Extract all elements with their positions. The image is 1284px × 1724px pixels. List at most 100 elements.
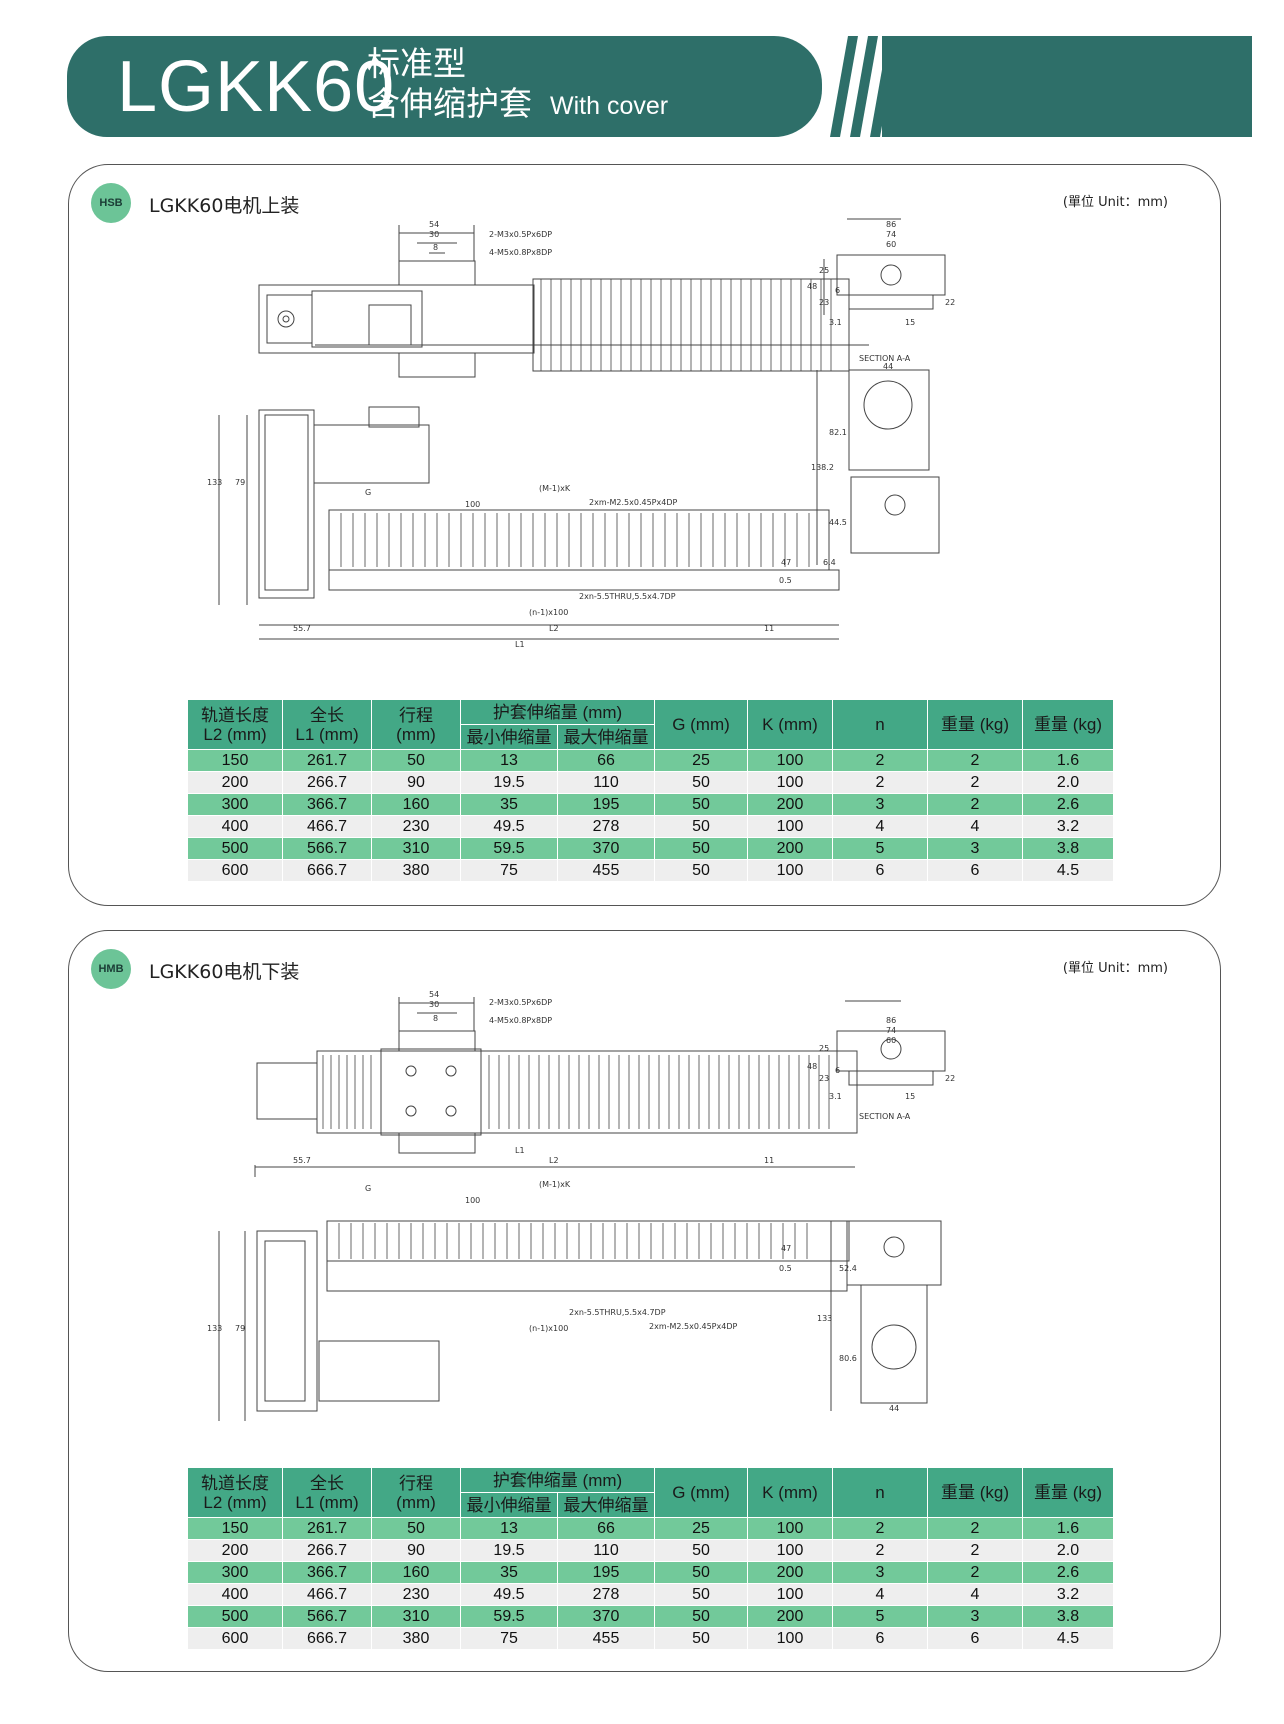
- dim-23: 23: [819, 1074, 829, 1083]
- col-g: G (mm): [654, 699, 748, 750]
- col-cover-min: 最小伸缩量: [460, 724, 558, 750]
- section-motor-top: HSB LGKK60电机上装 (單位 Unit：mm): [68, 164, 1221, 906]
- section-badge: HMB: [91, 949, 131, 989]
- dim-8: 8: [433, 243, 438, 252]
- dim-l1: L1: [515, 1146, 525, 1155]
- dim-mk: (M-1)xK: [539, 484, 571, 493]
- dim-l2: L2: [549, 1156, 559, 1165]
- dim-47: 47: [781, 558, 791, 567]
- col-k: K (mm): [747, 1467, 833, 1518]
- dim-100: 100: [465, 1196, 480, 1205]
- side-view: [218, 406, 840, 640]
- dim-48: 48: [807, 1062, 817, 1071]
- dim-15: 15: [905, 1092, 915, 1101]
- dim-0-5: 0.5: [779, 576, 792, 585]
- dim-n-100: (n-1)x100: [529, 1324, 568, 1333]
- thru-spec: 2xn-5.5THRU,5.5x4.7DP: [579, 592, 676, 601]
- dim-133-end: 133: [817, 1314, 832, 1323]
- dim-11: 11: [764, 1156, 774, 1165]
- dim-25: 25: [819, 1044, 829, 1053]
- col-stroke: 行程(mm): [371, 699, 461, 750]
- tap-spec: 2xm-M2.5x0.45Px4DP: [589, 498, 677, 507]
- dim-l2: L2: [549, 624, 559, 633]
- dim-30: 30: [429, 230, 439, 239]
- section-label: SECTION A-A: [859, 1112, 911, 1121]
- end-view: [836, 1000, 946, 1086]
- unit-label: (單位 Unit：mm): [1062, 195, 1168, 210]
- dim-g: G: [365, 488, 371, 497]
- col-cover-group: 护套伸缩量 (mm): [460, 699, 655, 725]
- subtitle-cover: 含伸缩护套: [367, 84, 532, 123]
- side-view: [218, 1165, 855, 1421]
- dim-48: 48: [807, 282, 817, 291]
- dim-54: 54: [429, 990, 439, 999]
- dim-55-7: 55.7: [293, 624, 311, 633]
- col-weight-2: 重量 (kg): [1022, 1467, 1114, 1518]
- dim-44-5: 44.5: [829, 518, 847, 527]
- tap-spec: 2xm-M2.5x0.45Px4DP: [649, 1322, 737, 1331]
- technical-drawing-bottom-mount: 54 30 8 2-M3x0.5Px6DP 4-M5x0.8Px8DP 86 7…: [207, 990, 955, 1421]
- col-cover-max: 最大伸缩量: [557, 724, 655, 750]
- dim-6: 6: [835, 286, 840, 295]
- dim-54: 54: [429, 220, 439, 229]
- dim-l1: L1: [515, 640, 525, 649]
- end-view: [823, 218, 946, 315]
- col-weight-1: 重量 (kg): [927, 699, 1023, 750]
- dim-23: 23: [819, 298, 829, 307]
- dim-47: 47: [781, 1244, 791, 1253]
- dim-100: 100: [465, 500, 480, 509]
- section-badge: HSB: [91, 183, 131, 223]
- col-n: n: [832, 699, 928, 750]
- dim-3-1: 3.1: [829, 318, 842, 327]
- dim-30: 30: [429, 1000, 439, 1009]
- dim-133: 133: [207, 478, 222, 487]
- dim-44: 44: [883, 362, 893, 371]
- dim-60: 60: [886, 240, 896, 249]
- hole-spec-1: 2-M3x0.5Px6DP: [489, 998, 552, 1007]
- dim-79: 79: [235, 478, 245, 487]
- subtitle-standard: 标准型: [367, 44, 466, 83]
- col-cover-min: 最小伸缩量: [460, 1492, 558, 1518]
- dim-52-4: 52.4: [839, 1264, 857, 1273]
- dim-g: G: [365, 1184, 371, 1193]
- col-cover-max: 最大伸缩量: [557, 1492, 655, 1518]
- thru-spec: 2xn-5.5THRU,5.5x4.7DP: [569, 1308, 666, 1317]
- dim-25: 25: [819, 266, 829, 275]
- hole-spec-2: 4-M5x0.8Px8DP: [489, 1016, 552, 1025]
- unit-label: (單位 Unit：mm): [1062, 961, 1168, 976]
- col-weight-2: 重量 (kg): [1022, 699, 1114, 750]
- dim-60: 60: [886, 1036, 896, 1045]
- dim-6: 6: [835, 1066, 840, 1075]
- dim-80-6: 80.6: [839, 1354, 857, 1363]
- dim-n-100: (n-1)x100: [529, 608, 568, 617]
- dim-79: 79: [235, 1324, 245, 1333]
- dim-138-2: 138.2: [811, 463, 834, 472]
- dim-3-1: 3.1: [829, 1092, 842, 1101]
- section-motor-bottom: HMB LGKK60电机下装 (單位 Unit：mm): [68, 930, 1221, 1672]
- dim-133: 133: [207, 1324, 222, 1333]
- dim-74: 74: [886, 230, 896, 239]
- top-view: [256, 997, 858, 1154]
- header-banner: LGKK60 标准型 含伸缩护套 With cover: [67, 36, 822, 137]
- col-n: n: [832, 1467, 928, 1518]
- dim-86: 86: [886, 1016, 896, 1025]
- section-view: [830, 1220, 942, 1411]
- dim-74: 74: [886, 1026, 896, 1035]
- model-title: LGKK60: [117, 47, 396, 127]
- col-cover-group: 护套伸缩量 (mm): [460, 1467, 655, 1493]
- dim-11: 11: [764, 624, 774, 633]
- dim-55-7: 55.7: [293, 1156, 311, 1165]
- dim-22: 22: [945, 1074, 955, 1083]
- dim-86: 86: [886, 220, 896, 229]
